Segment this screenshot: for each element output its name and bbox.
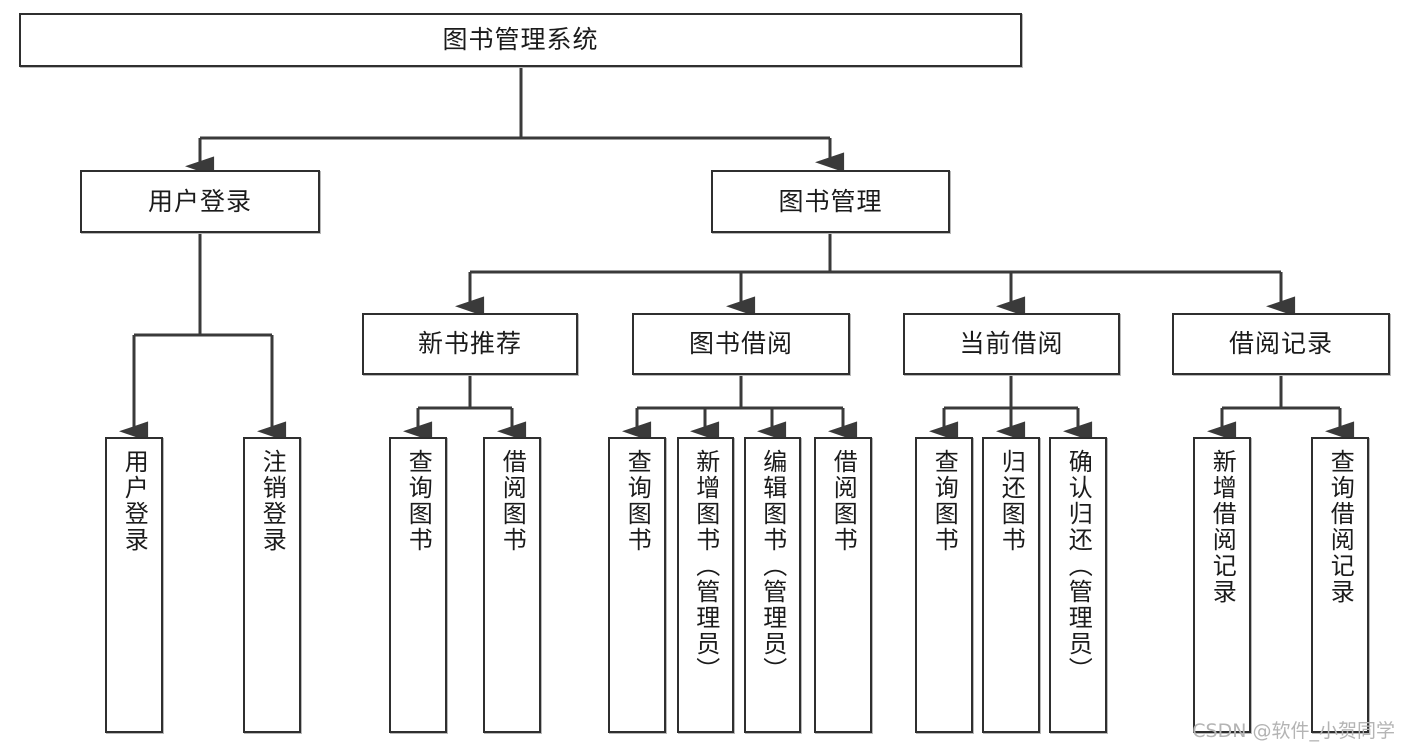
node-leaf-borrow-book-2[interactable]: 借阅图书 [814,437,872,733]
watermark-text: CSDN @软件_小贺同学 [1192,720,1395,742]
node-current-borrow[interactable]: 当前借阅 [903,313,1120,375]
node-leaf-edit-book[interactable]: 编辑图书（管理员） [744,437,801,733]
node-book-borrow[interactable]: 图书借阅 [632,313,850,375]
node-label: 归还图书 [997,449,1026,553]
node-leaf-add-record[interactable]: 新增借阅记录 [1193,437,1251,733]
node-label: 查询图书 [930,449,959,553]
node-label: 借阅图书 [498,449,527,553]
node-label: 新增借阅记录 [1208,449,1237,605]
node-leaf-query-book-2[interactable]: 查询图书 [608,437,666,733]
node-label: 查询图书 [404,449,433,553]
node-leaf-confirm-return[interactable]: 确认归还（管理员） [1049,437,1107,733]
node-label: 图书管理 [778,186,883,216]
node-label: 借阅记录 [1228,329,1333,359]
node-leaf-query-book-1[interactable]: 查询图书 [389,437,447,733]
node-leaf-add-book[interactable]: 新增图书（管理员） [677,437,734,733]
node-user-login[interactable]: 用户登录 [80,170,320,233]
node-leaf-user-login[interactable]: 用户登录 [105,437,163,733]
node-root-system[interactable]: 图书管理系统 [19,13,1022,67]
node-label: 查询图书 [623,449,652,553]
node-label: 借阅图书 [829,449,858,553]
node-book-manage[interactable]: 图书管理 [711,170,950,233]
node-new-book-rec[interactable]: 新书推荐 [362,313,578,375]
node-label: 当前借阅 [959,329,1064,359]
node-label: 新书推荐 [417,329,522,359]
node-label: 新增图书（管理员） [691,449,720,683]
node-label: 用户登录 [147,186,252,216]
node-leaf-logout-login[interactable]: 注销登录 [243,437,301,733]
node-leaf-borrow-book-1[interactable]: 借阅图书 [483,437,541,733]
node-label: 用户登录 [120,449,149,553]
node-label: 确认归还（管理员） [1064,449,1093,683]
node-label: 注销登录 [258,449,287,553]
node-label: 编辑图书（管理员） [758,449,787,683]
node-label: 图书管理系统 [442,25,599,55]
node-leaf-query-record[interactable]: 查询借阅记录 [1311,437,1369,733]
node-label: 查询借阅记录 [1326,449,1355,605]
node-label: 图书借阅 [688,329,793,359]
node-borrow-record[interactable]: 借阅记录 [1172,313,1390,375]
node-leaf-return-book[interactable]: 归还图书 [982,437,1040,733]
node-leaf-query-book-3[interactable]: 查询图书 [915,437,973,733]
